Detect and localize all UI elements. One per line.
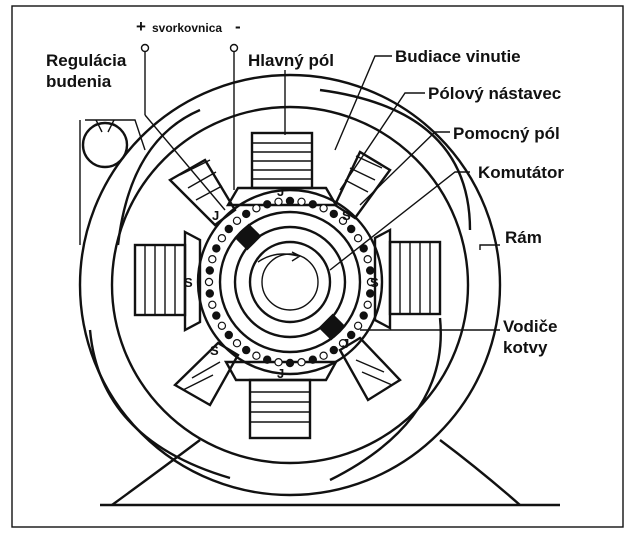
armature-conductor <box>224 330 233 340</box>
armature-conductor <box>212 244 221 253</box>
main-pole-left <box>133 230 202 332</box>
armature-conductor <box>338 216 348 225</box>
armature-conductor <box>274 197 283 206</box>
excitation-control-label-line2: budenia <box>46 72 112 91</box>
field-winding-label: Budiace vinutie <box>395 47 521 66</box>
armature-conductor <box>217 233 227 243</box>
pole-mark-top-main: J <box>277 184 284 199</box>
armature-conductor <box>263 355 272 364</box>
armature-conductor <box>252 351 261 360</box>
terminal-block <box>140 43 239 211</box>
armature-conductor <box>205 289 214 298</box>
pole-mark-interpole-top-left: J <box>212 208 219 223</box>
machine-base <box>100 439 560 507</box>
armature <box>196 188 384 376</box>
pole-mark-bottom-main: J <box>277 366 284 381</box>
armature-conductor <box>274 358 283 367</box>
armature-conductor <box>224 224 233 234</box>
armature-conductor <box>241 209 251 219</box>
armature-conductor <box>285 358 295 368</box>
armature-conductor <box>232 216 242 225</box>
armature-conductor <box>208 300 217 309</box>
brushes <box>234 223 346 341</box>
frame-label: Rám <box>505 228 542 247</box>
pole-mark-left-main: S <box>184 275 193 290</box>
pole-mark-right-main: S <box>370 275 379 290</box>
terminal-minus-label: - <box>235 17 241 36</box>
armature-conductor <box>241 345 251 355</box>
armature-conductor <box>308 200 317 209</box>
armature-conductors-label-line2: kotvy <box>503 338 548 357</box>
armature-conductor <box>212 311 221 320</box>
main-pole-right <box>373 228 442 330</box>
armature-conductor <box>329 209 338 219</box>
armature-conductor <box>308 355 317 364</box>
armature-conductor <box>252 204 261 213</box>
armature-conductor <box>353 233 363 243</box>
main-pole-label: Hlavný pól <box>248 51 334 70</box>
frame-yoke <box>78 73 502 497</box>
armature-conductor <box>353 321 363 330</box>
armature-conductor <box>347 224 356 234</box>
armature-conductor <box>366 266 375 275</box>
armature-conductor <box>347 330 356 340</box>
excitation-control-label-line1: Regulácia <box>46 51 127 70</box>
commutator-label: Komutátor <box>478 163 564 182</box>
armature-conductor <box>338 339 348 348</box>
armature-conductor <box>366 289 375 298</box>
armature-conductor <box>319 204 328 213</box>
leader-lines <box>284 55 500 331</box>
armature-conductor <box>363 255 372 264</box>
interpole-bottom-right <box>338 336 402 402</box>
pole-mark-interpole-bottom-left: S <box>210 343 219 358</box>
armature-conductor <box>359 244 368 253</box>
interpole-top-left <box>168 158 237 227</box>
armature-conductor <box>297 197 306 206</box>
armature-conductors-label-line1: Vodiče <box>503 317 557 336</box>
armature-conductor <box>208 255 217 264</box>
armature-conductor <box>217 321 227 330</box>
armature-conductor <box>285 196 295 206</box>
figure-border <box>11 5 624 528</box>
terminal-text-label: svorkovnica <box>152 21 222 35</box>
pole-mark-interpole-top-right: S <box>342 208 351 223</box>
armature-conductors <box>204 196 376 368</box>
armature-conductor <box>204 277 214 287</box>
armature-conductor <box>359 311 368 320</box>
armature-conductor <box>329 345 338 355</box>
excitation-control <box>79 119 146 245</box>
terminal-plus-label: + <box>136 17 146 36</box>
armature-conductor <box>297 358 306 367</box>
interpole-label: Pomocný pól <box>453 124 560 143</box>
pole-mark-interpole-bottom-right: J <box>342 336 349 351</box>
armature-conductor <box>363 300 372 309</box>
commutator <box>233 225 347 339</box>
armature-conductor <box>319 351 328 360</box>
armature-conductor <box>205 266 214 275</box>
interpole-bottom-left <box>173 341 240 407</box>
armature-conductor <box>366 277 376 287</box>
armature-conductor <box>232 339 242 348</box>
pole-shoe-label: Pólový nástavec <box>428 84 561 103</box>
armature-conductor <box>263 200 272 209</box>
